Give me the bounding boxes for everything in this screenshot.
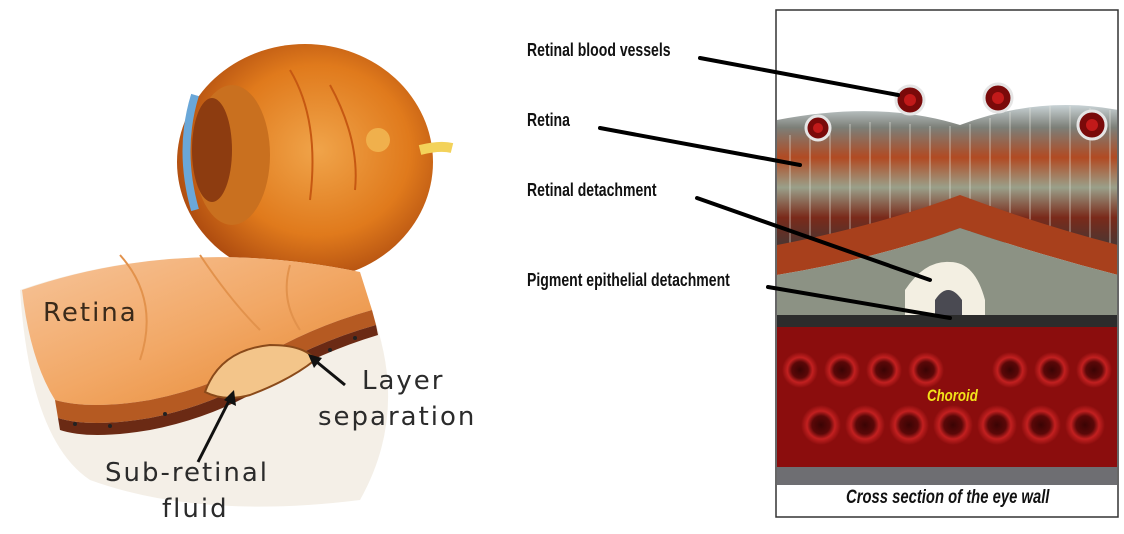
label-retinal-blood-vessels: Retinal blood vessels — [527, 40, 671, 61]
label-choroid: Choroid — [927, 386, 978, 406]
label-retinal-detachment: Retinal detachment — [527, 180, 657, 201]
label-retina: Retina — [43, 298, 138, 328]
label-pigment-epithelial-detachment: Pigment epithelial detachment — [527, 270, 730, 291]
label-layer-separation-line1: Layer — [362, 366, 445, 396]
label-cross-section-caption: Cross section of the eye wall — [846, 487, 1049, 509]
label-subretinal-line2: fluid — [162, 494, 229, 524]
label-retina-right: Retina — [527, 110, 570, 131]
label-layer-separation-line2: separation — [318, 402, 476, 432]
cross-section-diagram — [776, 10, 1118, 517]
eyeball-illustration — [177, 44, 452, 280]
label-subretinal-line1: Sub-retinal — [105, 458, 269, 488]
